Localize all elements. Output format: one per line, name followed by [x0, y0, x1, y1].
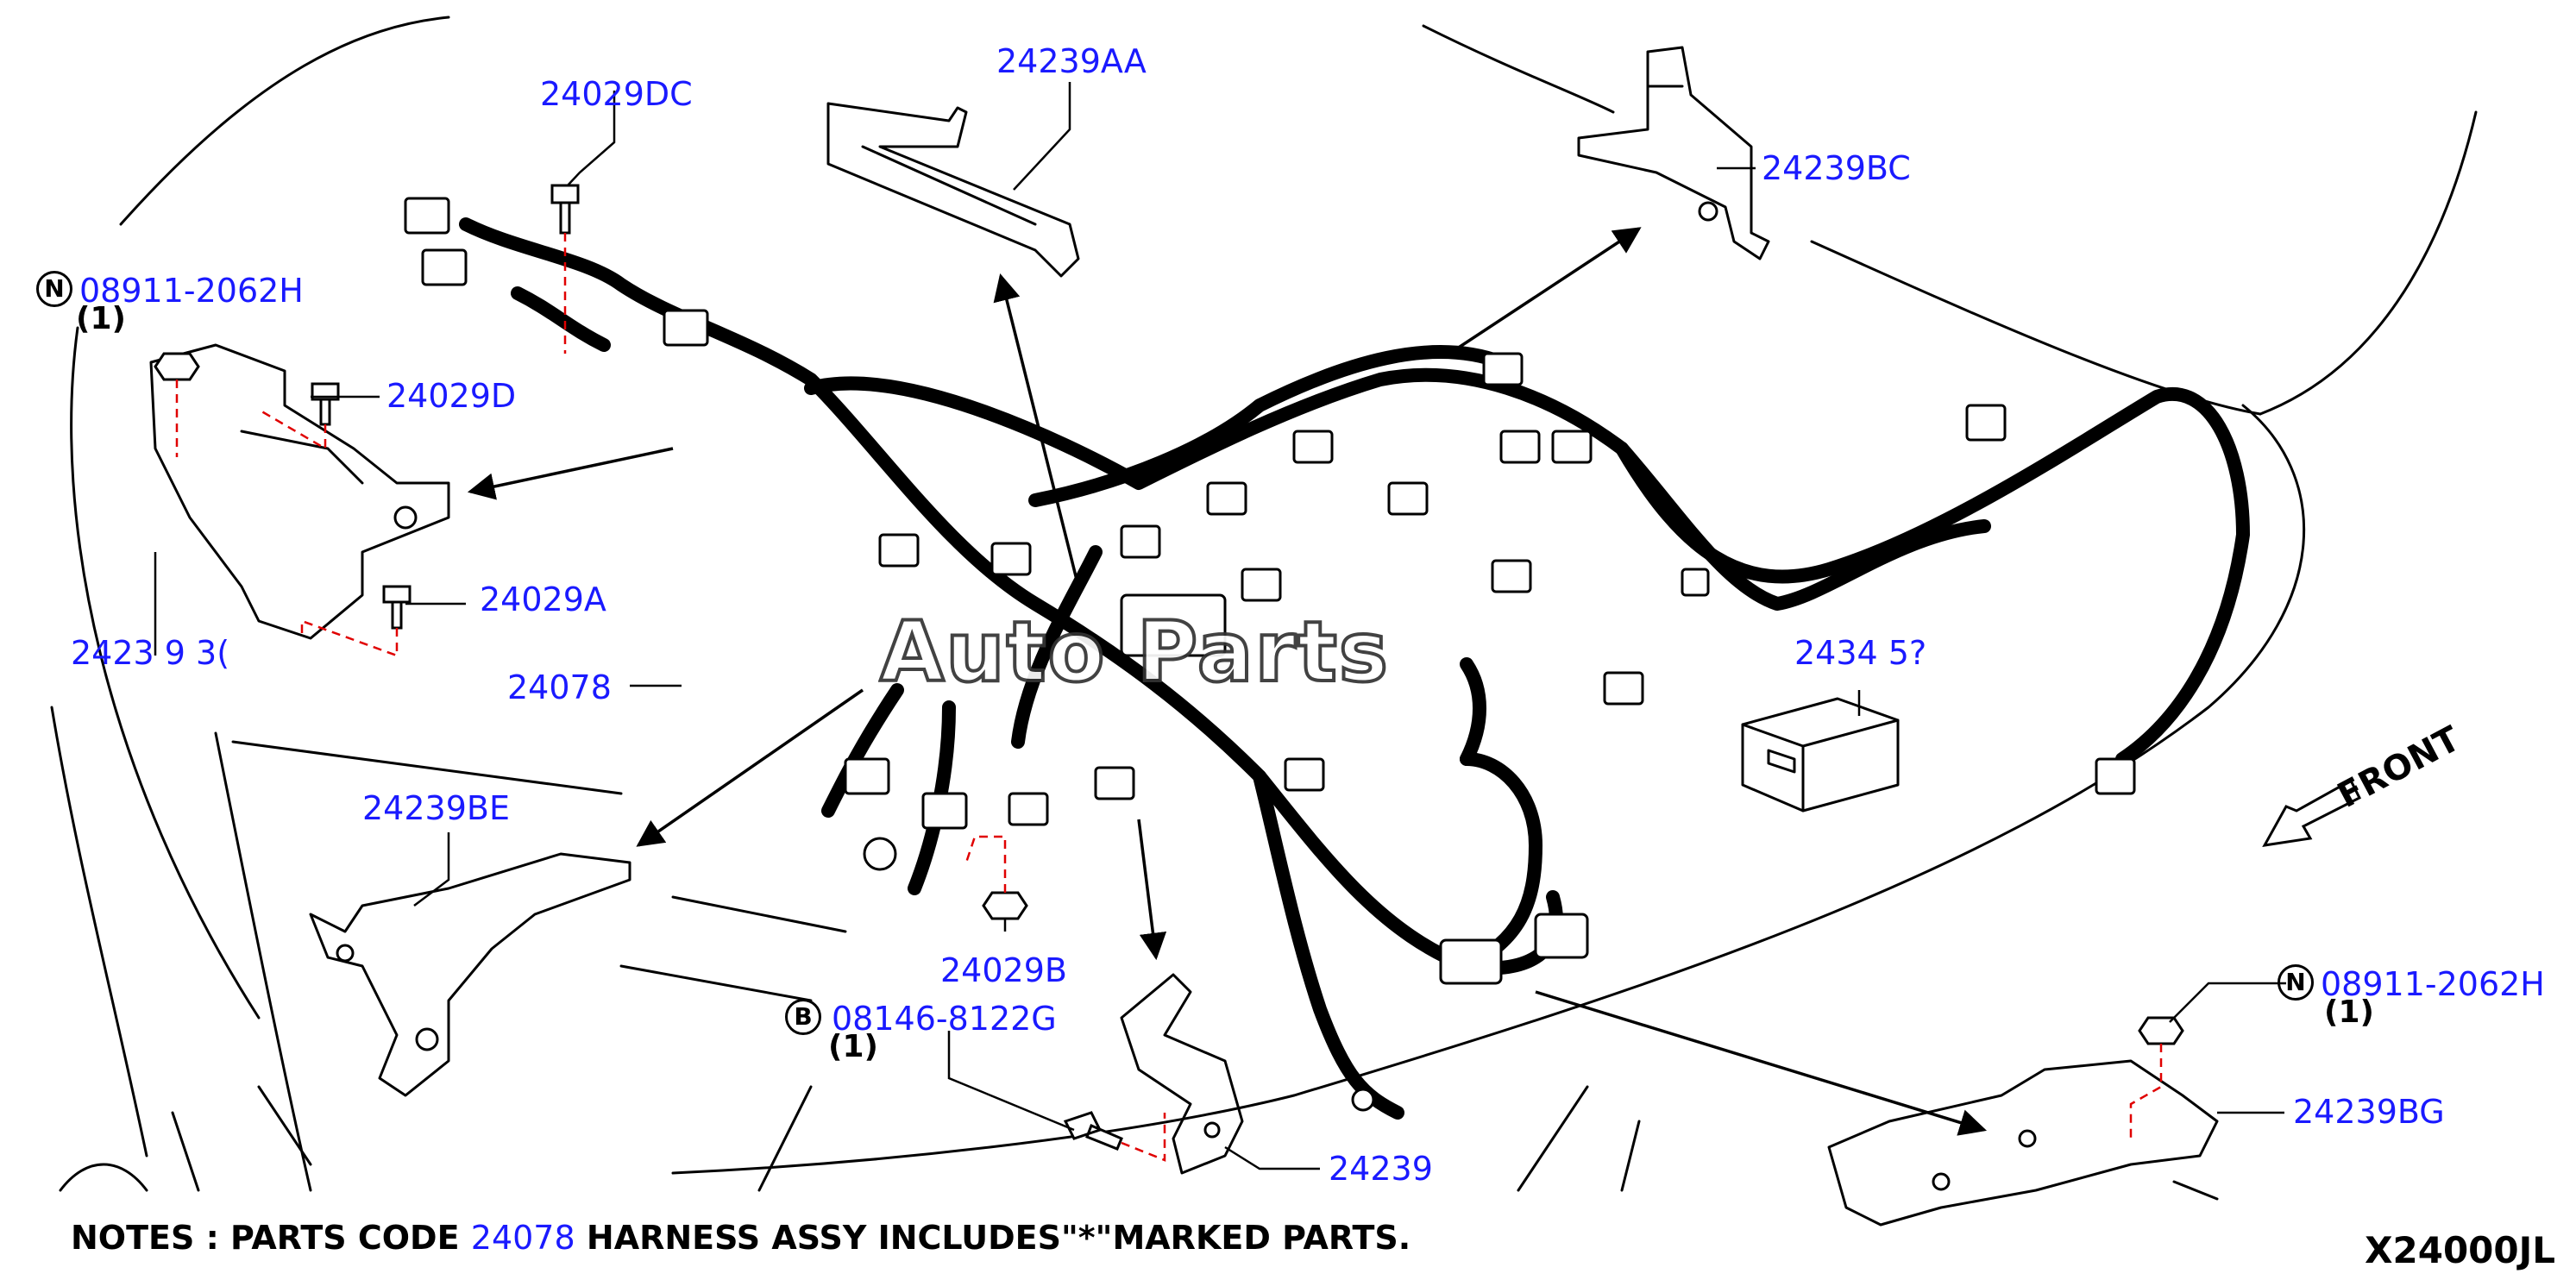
- body-contour-line: [1292, 404, 2306, 1097]
- connector: [1284, 757, 1325, 792]
- bolt: [1063, 1111, 1123, 1151]
- notes-prefix: NOTES : PARTS CODE: [71, 1219, 471, 1257]
- bracket-24239bi: [149, 343, 450, 640]
- connector: [1534, 913, 1589, 959]
- nut: [2138, 1016, 2184, 1045]
- connector: [1292, 430, 1334, 464]
- notes-part-code[interactable]: 24078: [470, 1219, 575, 1257]
- bracket-24239: [1120, 973, 1244, 1175]
- connector: [421, 248, 468, 286]
- connector: [863, 837, 897, 871]
- body-contour-line: [1517, 1085, 1589, 1192]
- notes-line: NOTES : PARTS CODE 24078 HARNESS ASSY IN…: [71, 1219, 1411, 1257]
- body-contour-line: [214, 731, 312, 1192]
- connector: [1241, 568, 1282, 602]
- part-label-24029b[interactable]: 24029B: [940, 951, 1067, 989]
- part-label-24239aa[interactable]: 24239AA: [996, 42, 1147, 80]
- bolt: [311, 382, 340, 426]
- body-contour-line: [671, 1094, 1296, 1175]
- nut: [154, 352, 200, 381]
- connector: [1120, 524, 1161, 559]
- body-contour-line: [1810, 240, 2262, 416]
- body-contour-line: [50, 706, 148, 1158]
- body-contour-line: [257, 1085, 312, 1166]
- body-contour-line: [619, 964, 813, 1002]
- body-contour-line: [2172, 1180, 2219, 1201]
- connector: [878, 533, 920, 568]
- part-label-24239bc[interactable]: 24239BC: [1762, 149, 1911, 187]
- part-label-24239be[interactable]: 24239BE: [362, 789, 510, 827]
- connector: [2095, 757, 2136, 795]
- body-contour-line: [231, 740, 623, 795]
- connectors: [404, 197, 2136, 1112]
- connector: [1094, 766, 1135, 800]
- part-label-24239[interactable]: 24239: [1329, 1150, 1433, 1188]
- connector: [1120, 593, 1227, 657]
- connector: [1603, 671, 1644, 706]
- connector: [844, 757, 890, 795]
- connector: [1681, 568, 1710, 597]
- connector: [1551, 430, 1593, 464]
- part-label-24078[interactable]: 24078: [507, 668, 612, 706]
- part-label-08911-2062h[interactable]: 08911-2062H: [2321, 965, 2545, 1003]
- part-label-08146-8122g[interactable]: 08146-8122G: [832, 1000, 1057, 1038]
- body-contour-line: [119, 16, 450, 226]
- n-marker-icon: N: [2278, 964, 2314, 1001]
- connector: [1491, 559, 1532, 593]
- quantity-label: (1): [828, 1029, 878, 1064]
- connector: [663, 309, 709, 347]
- part-label-08911-2062h[interactable]: 08911-2062H: [79, 272, 304, 310]
- body-contour-line: [59, 1163, 148, 1192]
- bracket-24239be: [309, 852, 631, 1097]
- bracket-24239bc: [1577, 46, 1770, 260]
- leader-lines: [154, 82, 2286, 1170]
- part-label-24239bi[interactable]: 2423 9 3(: [71, 634, 230, 672]
- connector: [1499, 430, 1541, 464]
- body-contour-line: [70, 326, 261, 1020]
- connector: [1206, 481, 1247, 516]
- bolt: [550, 184, 580, 235]
- bolt: [382, 585, 412, 630]
- connector: [1482, 352, 1524, 386]
- connector: [1439, 938, 1503, 985]
- body-contour-line: [671, 895, 847, 933]
- body-contour-line: [757, 1085, 813, 1192]
- n-marker-icon: N: [36, 271, 72, 307]
- connector: [404, 197, 450, 235]
- body-contour-line: [2259, 110, 2478, 416]
- body-contour-line: [1620, 1120, 1641, 1192]
- part-label-24029dc[interactable]: 24029DC: [540, 75, 693, 113]
- front-arrow: [2262, 778, 2362, 847]
- notes-suffix: HARNESS ASSY INCLUDES"*"MARKED PARTS.: [575, 1219, 1411, 1257]
- diagram-id: X24000JL: [2365, 1229, 2555, 1271]
- fuse-block-2434x: [1741, 697, 1900, 813]
- arrows: [467, 227, 1988, 1136]
- body-contour-line: [1422, 24, 1615, 114]
- connector: [1387, 481, 1429, 516]
- watermark: Auto Parts: [878, 602, 1390, 702]
- fasteners: [154, 184, 2184, 1151]
- connector: [990, 542, 1032, 576]
- bracket-24239aa: [826, 102, 1080, 278]
- alignment-lines: [175, 233, 2163, 1162]
- connector: [1351, 1088, 1375, 1112]
- part-label-24029a[interactable]: 24029A: [480, 580, 606, 618]
- connector: [1965, 404, 2007, 442]
- b-marker-icon: B: [785, 999, 821, 1035]
- bracket-24239bg: [1827, 1059, 2219, 1227]
- body-contour-line: [171, 1111, 200, 1192]
- part-label-24029d[interactable]: 24029D: [386, 377, 517, 415]
- part-label-24239bg[interactable]: 24239BG: [2293, 1093, 2445, 1131]
- connector: [921, 792, 968, 830]
- connector: [1008, 792, 1049, 826]
- quantity-label: (1): [76, 301, 126, 336]
- nut: [982, 891, 1028, 920]
- quantity-label: (1): [2324, 995, 2374, 1030]
- part-label-2434x[interactable]: 2434 5?: [1794, 634, 1927, 672]
